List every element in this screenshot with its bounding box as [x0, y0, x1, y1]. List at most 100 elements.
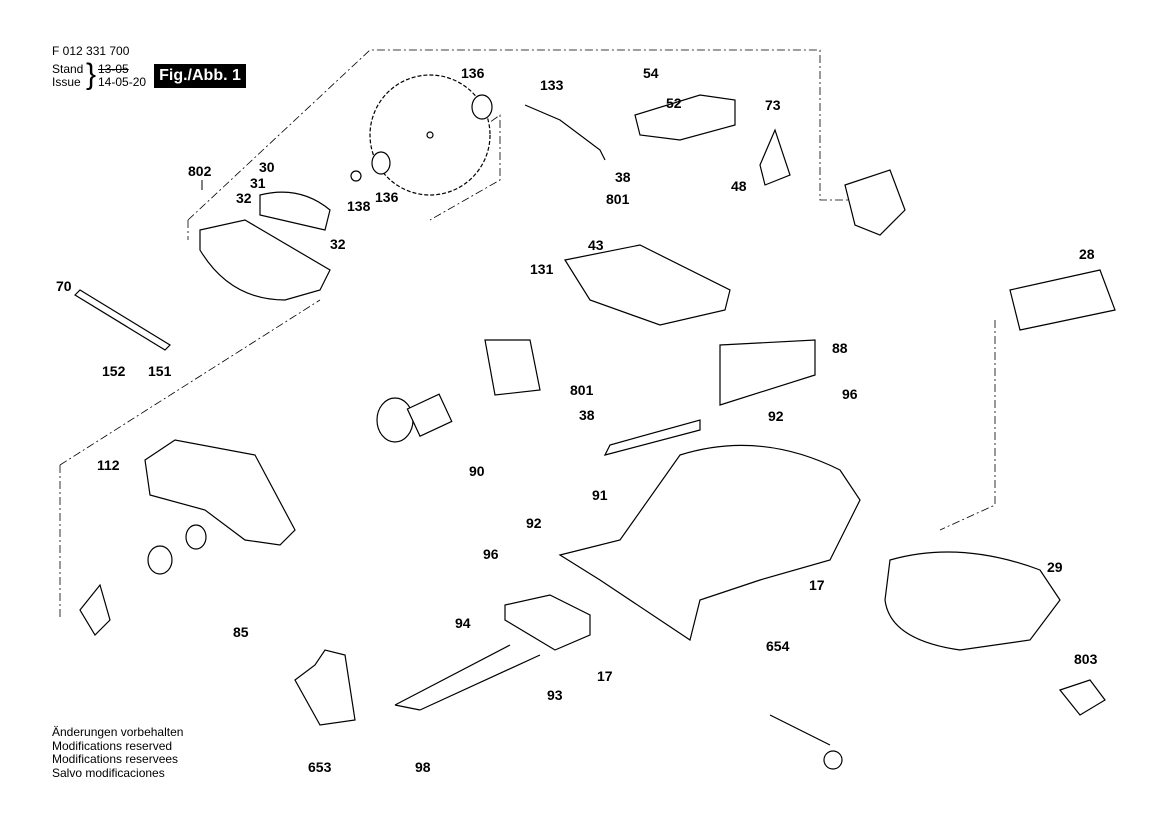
- callout-label: 32: [236, 190, 252, 206]
- extension-table: [884, 269, 1116, 716]
- callout-90: 90: [469, 463, 485, 479]
- revision-dates: 13-05 14-05-20: [98, 63, 146, 89]
- callout-54: 54: [643, 65, 659, 81]
- gear-cover-plate: [79, 583, 111, 636]
- stand-label: Stand: [52, 62, 84, 76]
- callout-94: 94: [455, 615, 471, 631]
- callout-label: 54: [643, 65, 659, 81]
- callout-17a: 17: [809, 577, 825, 593]
- callout-label: 136: [461, 65, 485, 81]
- callout-31: 31: [250, 175, 266, 191]
- extension-table-plate: [884, 551, 1061, 651]
- callout-label: 653: [308, 759, 332, 775]
- dust-bag: [294, 649, 356, 726]
- saw-blade: [350, 74, 493, 196]
- brace-symbol: }: [86, 58, 97, 91]
- callout-label: 38: [579, 407, 595, 423]
- callout-48: 48: [731, 178, 747, 194]
- callout-112: 112: [97, 457, 120, 473]
- arm-151: [74, 289, 171, 351]
- gear-case: [144, 439, 296, 546]
- rail-knob: [823, 750, 843, 770]
- scale-plate: [719, 339, 816, 406]
- work-support-93: [504, 594, 591, 651]
- callout-28: 28: [1079, 246, 1095, 262]
- callout-label: 73: [765, 97, 781, 113]
- callout-70: 70: [56, 278, 72, 294]
- callout-label: 38: [615, 169, 631, 185]
- callout-label: 48: [731, 178, 747, 194]
- gear-housing: [79, 439, 296, 636]
- stand-issue-labels: Stand Issue: [52, 63, 83, 89]
- rail-654: [769, 714, 843, 770]
- callout-label: 93: [547, 687, 563, 703]
- power-cord: [524, 104, 606, 161]
- callout-label: 94: [455, 615, 471, 631]
- callout-label: 43: [588, 237, 604, 253]
- callout-43: 43: [588, 237, 604, 253]
- callout-label: 52: [666, 95, 682, 111]
- callout-91: 91: [592, 487, 608, 503]
- callout-label: 801: [606, 191, 630, 207]
- callout-label: 92: [526, 515, 542, 531]
- base: [558, 444, 861, 641]
- callout-138: 138: [347, 198, 371, 214]
- figure-label: Fig./Abb. 1: [154, 64, 246, 88]
- handle-52: [634, 94, 736, 141]
- motor-housing: [564, 244, 731, 326]
- callout-label: 803: [1074, 651, 1098, 667]
- turntable-base: [558, 339, 861, 641]
- callout-151: 151: [148, 363, 172, 379]
- rail-rod: [769, 714, 831, 746]
- field-stator: [484, 339, 541, 396]
- callout-label: 28: [1079, 246, 1095, 262]
- callout-label: 801: [570, 382, 594, 398]
- callout-802: 802: [188, 163, 212, 190]
- support-rod: [394, 644, 541, 711]
- hinge-assembly: [759, 128, 906, 236]
- callout-38b: 38: [579, 407, 595, 423]
- modification-notes: Änderungen vorbehalten Modifications res…: [52, 725, 184, 780]
- callout-label: 17: [597, 668, 613, 684]
- issue-date: 14-05-20: [98, 75, 147, 89]
- callout-label: 29: [1047, 559, 1063, 575]
- callout-653: 653: [308, 759, 332, 775]
- blade-arbor-hole: [426, 131, 434, 139]
- guard-plate: [259, 191, 331, 231]
- callout-92b: 92: [526, 515, 542, 531]
- callout-801a: 801: [606, 191, 630, 207]
- rod-98: [394, 644, 541, 711]
- callout-136b: 136: [375, 189, 399, 205]
- callout-label: 152: [102, 363, 126, 379]
- stand-date: 13-05: [98, 62, 129, 76]
- callout-85: 85: [233, 624, 249, 640]
- hinge-bracket: [844, 169, 906, 236]
- callout-88: 88: [832, 340, 848, 356]
- callouts: 802 30 31 32 32 70 152 151 138 136 136 1…: [56, 65, 1098, 775]
- callout-label: 88: [832, 340, 848, 356]
- cord: [524, 104, 606, 161]
- note-de: Änderungen vorbehalten: [52, 725, 184, 739]
- callout-801b: 801: [570, 382, 594, 398]
- dust-bag-653: [294, 649, 356, 726]
- callout-label: 17: [809, 577, 825, 593]
- callout-32b: 32: [330, 236, 346, 252]
- lower-guard-arm: [74, 289, 171, 351]
- boundary-upper: [187, 49, 900, 221]
- callout-label: 91: [592, 487, 608, 503]
- armature-core: [406, 393, 453, 437]
- callout-label: 92: [768, 408, 784, 424]
- callout-98: 98: [415, 759, 431, 775]
- flange-outer: [471, 94, 493, 120]
- callout-label: 151: [148, 363, 172, 379]
- callout-136a: 136: [461, 65, 485, 81]
- callout-label: 31: [250, 175, 266, 191]
- upper-blade-guard: [199, 219, 331, 301]
- callout-93: 93: [547, 687, 563, 703]
- bearing: [147, 545, 173, 575]
- armature-fan: [376, 397, 414, 443]
- callout-label: 30: [259, 159, 275, 175]
- note-es: Salvo modificaciones: [52, 765, 165, 780]
- callout-17b: 17: [597, 668, 613, 684]
